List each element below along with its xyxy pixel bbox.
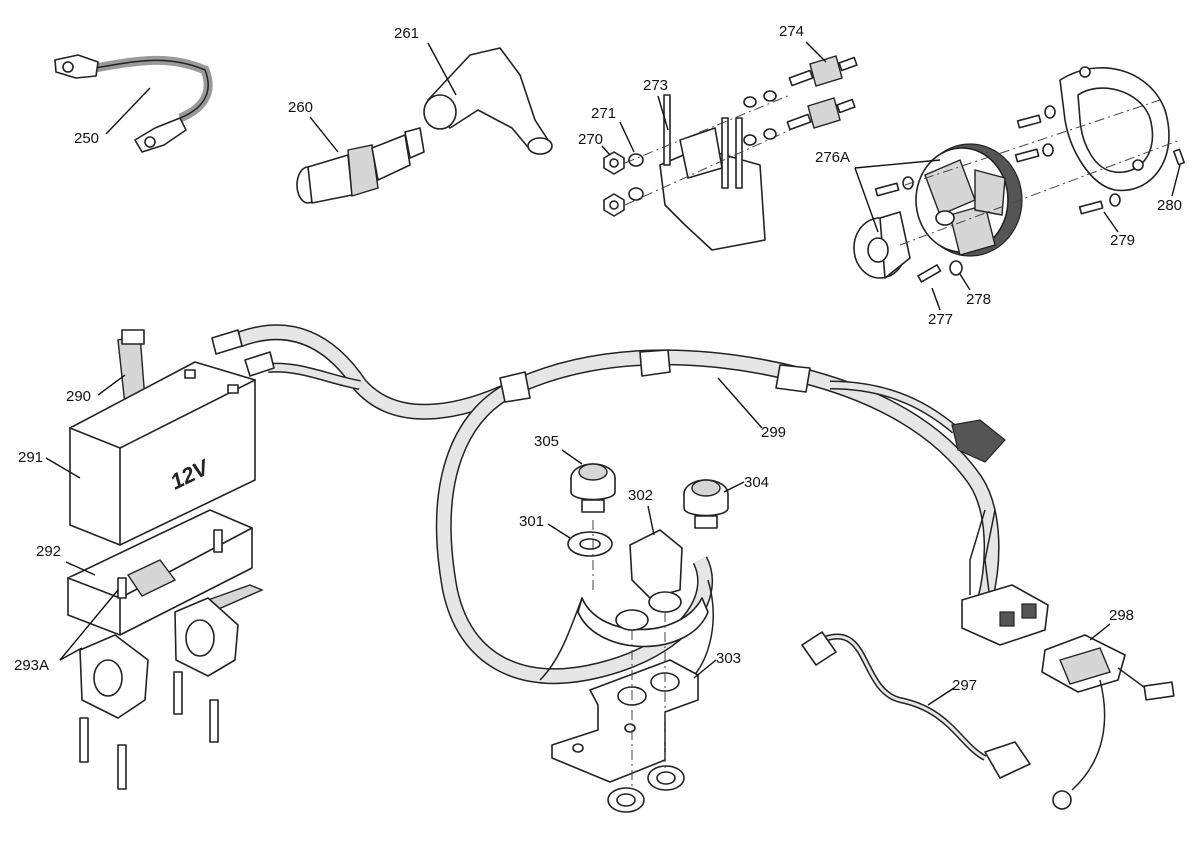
wiring-harness-part [211, 324, 1006, 685]
callout-270: 270 [578, 131, 603, 148]
leader-304 [723, 481, 745, 493]
callout-278: 278 [966, 291, 991, 308]
bolt-part [79, 529, 223, 790]
leader-305 [561, 449, 583, 465]
screw-part [874, 105, 1121, 283]
callout-297: 297 [952, 677, 977, 694]
flywheel-hub-part [853, 211, 911, 279]
leader-276A [854, 167, 879, 233]
callout-280: 280 [1157, 197, 1182, 214]
callout-292: 292 [36, 543, 61, 560]
leader-270 [601, 145, 611, 156]
battery-strap-part [117, 329, 146, 406]
callout-303: 303 [716, 650, 741, 667]
leader-291 [45, 457, 81, 479]
leader-271 [619, 121, 635, 153]
connector-part [961, 509, 1049, 646]
callout-299: 299 [761, 424, 786, 441]
nut-part [603, 151, 625, 217]
leader-261 [427, 42, 457, 96]
callout-304: 304 [744, 474, 769, 491]
switch-cover-part [629, 529, 683, 599]
ground-strap-part [54, 54, 213, 153]
stator-plate-part [1059, 66, 1170, 192]
leader-301 [547, 523, 571, 539]
centerline [904, 99, 1161, 186]
wire-lead-part [801, 631, 1031, 779]
lock-nut-part [607, 765, 685, 813]
leader-277 [931, 287, 941, 311]
callout-305: 305 [534, 433, 559, 450]
gasket-part [579, 538, 601, 550]
washer-part [628, 153, 644, 201]
leader-293A [59, 647, 83, 661]
callout-301: 301 [519, 513, 544, 530]
leader-276A [854, 159, 941, 169]
battery-part [69, 361, 256, 546]
leader-279 [1103, 211, 1119, 233]
centerline [899, 139, 1181, 246]
callout-298: 298 [1109, 607, 1134, 624]
callout-261: 261 [394, 25, 419, 42]
leader-273 [657, 95, 669, 131]
callout-276A: 276A [815, 149, 850, 166]
leader-298 [1089, 623, 1111, 641]
leader-274 [805, 41, 827, 63]
callout-291: 291 [18, 449, 43, 466]
leader-299 [717, 377, 763, 429]
switch-panel-part [539, 579, 714, 681]
callout-274: 274 [779, 23, 804, 40]
key-part [1172, 148, 1186, 166]
leader-280 [1171, 164, 1181, 197]
leader-290 [97, 374, 126, 396]
leader-297 [927, 687, 955, 706]
callout-260: 260 [288, 99, 313, 116]
leader-303 [693, 659, 717, 679]
leader-260 [309, 116, 339, 153]
callout-273: 273 [643, 77, 668, 94]
battery-connector-part [1041, 634, 1175, 810]
leader-292 [65, 561, 96, 576]
callout-277: 277 [928, 311, 953, 328]
push-button-switch-part [570, 463, 729, 529]
callout-290: 290 [66, 388, 91, 405]
leader-293A [59, 589, 119, 661]
clamp-part [79, 597, 239, 719]
spark-plug-part [296, 127, 425, 204]
leader-302 [647, 505, 655, 536]
callout-250: 250 [74, 130, 99, 147]
leader-250 [105, 87, 151, 135]
callout-302: 302 [628, 487, 653, 504]
callout-293A: 293A [14, 657, 49, 674]
ignition-coil-part [659, 94, 766, 251]
centerline [624, 94, 791, 164]
callout-271: 271 [591, 105, 616, 122]
leader-278 [959, 273, 971, 291]
callout-279: 279 [1110, 232, 1135, 249]
spark-plug-boot-part [423, 47, 553, 155]
rubber-mount-part [743, 55, 858, 146]
